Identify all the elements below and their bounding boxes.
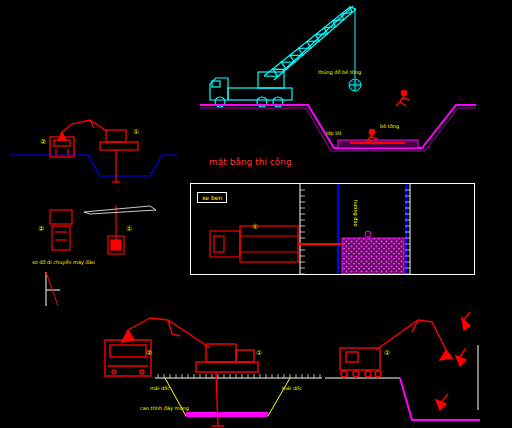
callout-number: ①: [133, 129, 139, 137]
level-label: cao trình đáy móng: [140, 406, 189, 412]
view-caption: sơ đồ di chuyển máy đào: [32, 260, 95, 266]
callout-number: ②: [146, 350, 152, 358]
callout-number: ①: [252, 224, 258, 232]
excavator-loading: [105, 318, 322, 426]
callout-number: ②: [40, 139, 46, 147]
trench-section: [200, 105, 476, 151]
box-label: xe ben: [202, 194, 222, 201]
plan-detail: [210, 183, 410, 275]
plan-sketch: [46, 205, 156, 306]
view-heading: mặt bằng thi công: [209, 157, 292, 167]
crane-hook: [349, 9, 361, 91]
callout-number: ①: [126, 226, 132, 234]
excavator-section: [10, 120, 178, 182]
callout-number: ②: [38, 226, 44, 234]
slope-label: mái dốc: [282, 386, 302, 392]
callout-number: ①: [384, 350, 390, 358]
direction-label: hướng đào: [353, 200, 359, 227]
crane-truck: [210, 6, 356, 107]
plan-view-frame: mặt bằng thi côngxe ben: [190, 183, 475, 275]
part-label: thùng đổ bê tông: [318, 70, 361, 76]
worker: [364, 91, 410, 145]
label-box: xe ben: [197, 192, 227, 203]
excavator-digging: [325, 312, 480, 420]
callout-number: ①: [256, 350, 262, 358]
part-label: lớp lót: [326, 131, 342, 137]
part-label: bê tông: [380, 124, 399, 130]
slope-label: mái dốc: [150, 386, 170, 392]
